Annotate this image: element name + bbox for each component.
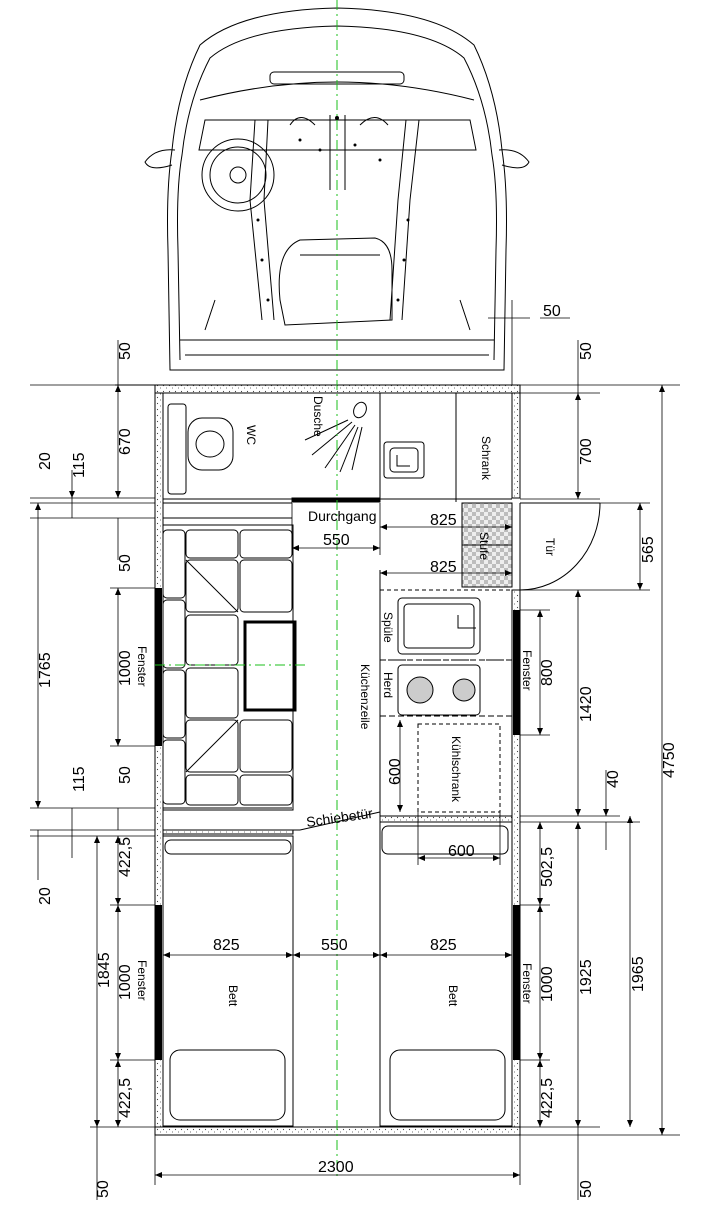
- dim-kuehl-600: 600: [387, 758, 404, 785]
- windows: [155, 588, 520, 1060]
- dim-total-4750: 4750: [661, 742, 678, 778]
- label-stufe: Stufe: [477, 532, 491, 560]
- center-lines: [155, 0, 338, 1180]
- tuer-door-swing[interactable]: [519, 502, 601, 591]
- dim-bed-4225-top: 422,5: [117, 837, 134, 877]
- dim-stufe-825: 825: [430, 559, 457, 576]
- dim-durchgang-550: 550: [323, 532, 350, 549]
- dim-left-20-mid: 20: [37, 887, 54, 905]
- label-kuechenzeile: Küchenzeile: [358, 664, 372, 730]
- partitions: [162, 393, 513, 835]
- label-fenster-left-top: Fenster: [135, 646, 149, 687]
- label-durchgang: Durchgang: [308, 508, 377, 524]
- dim-tuer-565: 565: [640, 536, 657, 563]
- vehicle-cab-drawing: [144, 7, 530, 371]
- wc-toilet: [167, 403, 234, 495]
- dim-left-50-mid2: 50: [117, 766, 134, 784]
- label-fenster-left-bottom: Fenster: [135, 960, 149, 1001]
- dim-schrank-depth: 700: [578, 438, 595, 465]
- label-bett-left: Bett: [226, 985, 240, 1007]
- dim-bett-550: 550: [321, 937, 348, 954]
- label-schiebetuer: Schiebetür: [305, 805, 374, 830]
- dim-bed-fenster-1000-left: 1000: [117, 964, 134, 1000]
- label-wc: WC: [244, 425, 258, 445]
- dim-bett-825-right: 825: [430, 937, 457, 954]
- dim-left-115-mid: 115: [71, 766, 88, 792]
- dim-bed-1925: 1925: [578, 959, 595, 995]
- dim-bottom-left-50: 50: [95, 1180, 112, 1198]
- label-dusche: Dusche: [311, 396, 325, 437]
- label-fenster-right-bottom: Fenster: [520, 963, 534, 1004]
- wash-basin: [383, 441, 425, 479]
- label-herd: Herd: [381, 672, 395, 698]
- dim-bed-600: 600: [448, 843, 475, 860]
- beds: [162, 821, 513, 1127]
- dim-wall-20-top: 20: [37, 452, 54, 470]
- dim-wc-depth: 670: [117, 428, 134, 455]
- label-tuer: Tür: [543, 538, 557, 556]
- dim-left-50-mid: 50: [117, 554, 134, 572]
- dim-mirror-gap: 50: [543, 303, 561, 320]
- dim-fenster-1000: 1000: [117, 650, 134, 686]
- dim-bed-fenster-1000-right: 1000: [539, 966, 556, 1002]
- label-fenster-right-top: Fenster: [520, 650, 534, 691]
- dim-kueche-1420: 1420: [578, 686, 595, 722]
- dim-sitz-1765: 1765: [37, 652, 54, 688]
- dim-wall-115-top: 115: [71, 452, 88, 478]
- dim-right-40: 40: [605, 770, 622, 788]
- dim-durchgang-825: 825: [430, 512, 457, 529]
- dinette-seating: [162, 524, 297, 811]
- dim-width-2300: 2300: [318, 1159, 354, 1176]
- label-schrank: Schrank: [479, 436, 493, 481]
- dim-bett-825-left: 825: [213, 937, 240, 954]
- dimension-labels: 50 50 50 670 700 115 20 825 550 50 825 5…: [37, 303, 678, 1198]
- cab-detail-dots: [256, 116, 410, 302]
- dim-top-left-50: 50: [117, 342, 134, 360]
- dim-top-right-50: 50: [578, 342, 595, 360]
- dim-bottom-right-50: 50: [578, 1180, 595, 1198]
- label-spuele: Spüle: [381, 612, 395, 643]
- label-kuehlschrank: Kühlschrank: [449, 736, 463, 803]
- dusche-shower: [304, 401, 367, 473]
- dim-bed-1965: 1965: [630, 956, 647, 992]
- dim-bed-1845: 1845: [96, 952, 113, 988]
- kitchen-counter: [379, 589, 513, 813]
- dim-bed-4225-bottom-right: 422,5: [539, 1078, 556, 1118]
- room-labels: WC Dusche Schrank Durchgang Stufe Tür Sp…: [135, 396, 557, 1007]
- dim-bed-5025: 502,5: [539, 847, 556, 887]
- dimension-lines: [30, 300, 680, 1200]
- label-bett-right: Bett: [446, 985, 460, 1007]
- dim-bed-4225-bottom-left: 422,5: [117, 1078, 134, 1118]
- dim-kueche-800: 800: [539, 659, 556, 686]
